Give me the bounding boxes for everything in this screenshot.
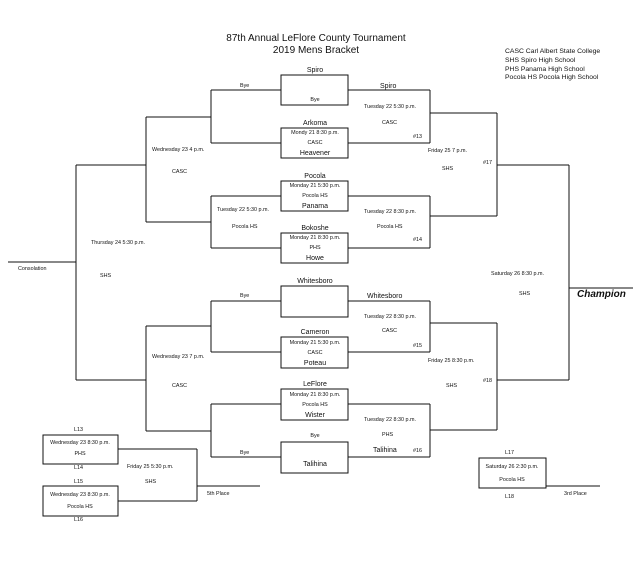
game-time: Monday 21 5:30 p.m.	[289, 183, 341, 189]
bye-label: Bye	[240, 293, 250, 299]
legend-item: PHS Panama High School	[505, 65, 585, 73]
game-site: CASC	[172, 169, 187, 175]
game-site: Pocola HS	[499, 477, 525, 483]
game-site: Pocola HS	[377, 224, 403, 230]
team-talihina: Talihina	[303, 461, 327, 468]
team-panama: Panama	[301, 203, 329, 210]
third-place-label: 3rd Place	[564, 491, 587, 497]
champion-label: Champion	[577, 289, 626, 300]
game-time: Wednesday 23 4 p.m.	[152, 147, 205, 153]
game-time: Wednesday 23 7 p.m.	[152, 354, 205, 360]
legend: CASC Carl Albert State College SHS Spiro…	[505, 48, 600, 83]
game-site: CASC	[382, 120, 397, 126]
game-time: Friday 25 8:30 p.m.	[428, 358, 475, 364]
game-time: Saturday 26 8:30 p.m.	[491, 271, 545, 277]
loser-label: L18	[505, 494, 514, 500]
loser-label: L13	[74, 427, 83, 433]
team-howe: Howe	[306, 255, 324, 262]
game-number: #13	[413, 134, 422, 140]
game-time: Wednesday 23 8:30 p.m.	[50, 440, 110, 446]
consolation-label: Consolation	[18, 266, 47, 272]
game-time: Wednesday 23 8:30 p.m.	[50, 492, 110, 498]
bye-label: Bye	[240, 450, 250, 456]
game-site: PHS	[74, 451, 86, 457]
loser-label: L15	[74, 479, 83, 485]
game-time: Tuesday 22 8:30 p.m.	[364, 314, 416, 320]
bye-label: Bye	[240, 83, 250, 89]
advance-talihina: Talihina	[373, 447, 397, 454]
legend-item: SHS Spiro High School	[505, 56, 576, 64]
team-leflore: LeFlore	[303, 381, 327, 388]
legend-item: Pocola HS Pocola High School	[505, 74, 599, 82]
game-site: SHS	[442, 166, 454, 172]
game-site: CASC	[172, 383, 187, 389]
page-subtitle: 2019 Mens Bracket	[272, 45, 360, 56]
game-number: #14	[413, 237, 422, 243]
game-site: PHS	[309, 245, 321, 251]
game-time: Saturday 26 2:30 p.m.	[485, 464, 539, 470]
game-site: SHS	[145, 479, 157, 485]
game-time: Tuesday 22 5:30 p.m.	[364, 104, 416, 110]
game-site: SHS	[446, 383, 458, 389]
team-heavener: Heavener	[299, 150, 331, 157]
game-time: Thursday 24 5:30 p.m.	[91, 240, 145, 246]
game-site: Pocola HS	[232, 224, 258, 230]
game-site: CASC	[382, 328, 397, 334]
box-bye-talihina	[280, 441, 349, 474]
game-number: #15	[413, 343, 422, 349]
game-time: Tuesday 22 5:30 p.m.	[217, 207, 269, 213]
team-bokoshe: Bokoshe	[301, 225, 329, 232]
game-site: Pocola HS	[302, 402, 328, 408]
game-time: Mondy 21 8:30 p.m.	[291, 130, 339, 136]
legend-item: CASC Carl Albert State College	[505, 48, 601, 55]
game-site: Pocola HS	[67, 504, 93, 510]
game-number: #17	[483, 160, 492, 166]
team-spiro: Spiro	[306, 67, 324, 74]
team-poteau: Poteau	[303, 360, 327, 367]
game-time: Friday 25 5:30 p.m.	[127, 464, 174, 470]
game-time: Monday 21 8:30 p.m.	[289, 235, 341, 241]
loser-label: L17	[505, 450, 514, 456]
fifth-place-label: 5th Place	[207, 491, 230, 497]
game-site: SHS	[519, 291, 531, 297]
box-whitesboro-bye	[280, 285, 349, 318]
game-site: CASC	[307, 350, 323, 356]
game-time: Tuesday 22 8:30 p.m.	[364, 417, 416, 423]
game-time: Tuesday 22 8:30 p.m.	[364, 209, 416, 215]
team-arkoma: Arkoma	[302, 120, 328, 127]
game-site: PHS	[382, 432, 394, 438]
box-cons2	[42, 485, 119, 517]
advance-whitesboro: Whitesboro	[367, 293, 403, 300]
advance-spiro: Spiro	[380, 83, 397, 90]
game-time: Monday 21 5:30 p.m.	[289, 340, 341, 346]
team-wister: Wister	[305, 412, 325, 419]
game-time: Monday 21 8:30 p.m.	[289, 392, 341, 398]
team-whitesboro: Whitesboro	[297, 278, 333, 285]
game-site: CASC	[307, 140, 323, 146]
loser-label: L16	[74, 517, 83, 523]
game-site: Pocola HS	[302, 193, 328, 199]
bye-label: Bye	[310, 97, 320, 103]
game-time: Friday 25 7 p.m.	[428, 148, 467, 154]
box-third	[478, 457, 547, 489]
game-site: SHS	[100, 273, 112, 279]
bye-label: Bye	[310, 433, 320, 439]
team-pocola: Pocola	[304, 173, 326, 180]
page-title: 87th Annual LeFlore County Tournament	[226, 33, 406, 44]
team-cameron: Cameron	[300, 329, 330, 336]
game-number: #18	[483, 378, 492, 384]
game-number: #16	[413, 448, 422, 454]
loser-label: L14	[74, 465, 83, 471]
